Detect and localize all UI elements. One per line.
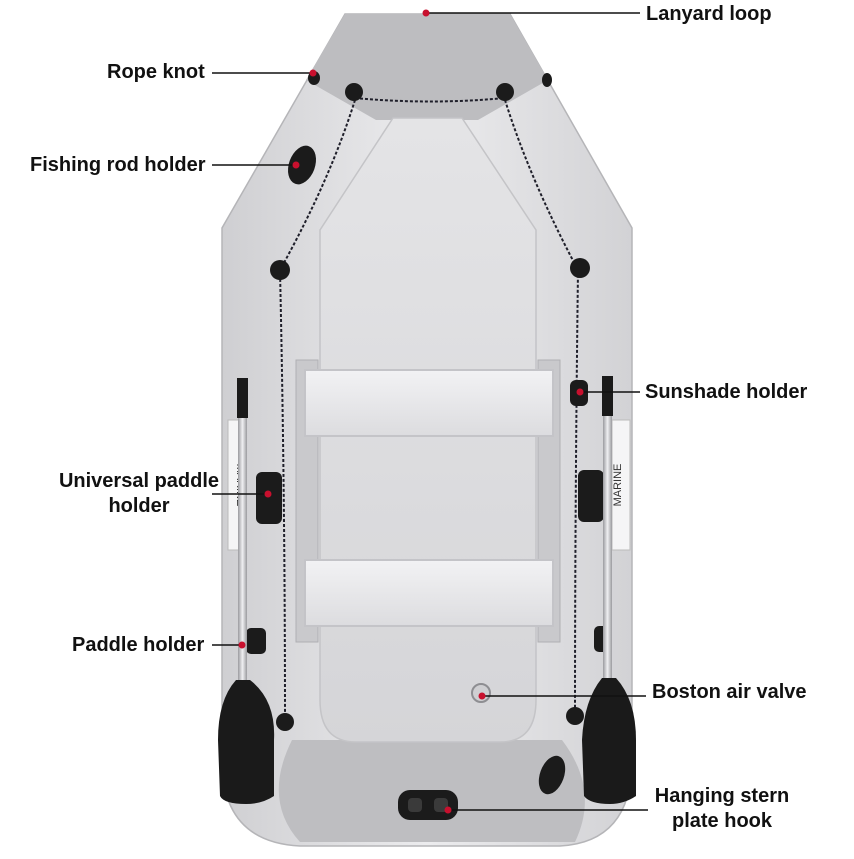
universal-paddle-holder-icon bbox=[578, 470, 604, 522]
label-paddle-holder: Paddle holder bbox=[72, 634, 205, 656]
markers bbox=[238, 9, 584, 814]
label-fishing-rod-holder: Fishing rod holder bbox=[30, 154, 206, 176]
safety-rope-right bbox=[504, 99, 580, 721]
rope-knot-icon bbox=[270, 260, 290, 280]
marker-stern-hook bbox=[444, 806, 452, 814]
marker-lanyard-loop bbox=[422, 9, 430, 17]
marker-paddle-holder bbox=[238, 641, 246, 649]
paddle-shaft-right bbox=[603, 378, 612, 712]
marker-boston-valve bbox=[478, 692, 486, 700]
bow-panel bbox=[306, 14, 548, 120]
marker-fishing-rod-holder bbox=[292, 161, 300, 169]
label-rope-knot: Rope knot bbox=[107, 61, 205, 83]
rope-knot-icon bbox=[276, 713, 294, 731]
brand-text-right: MARINE bbox=[612, 464, 624, 507]
rope-knot-icon bbox=[345, 83, 363, 101]
seat-front bbox=[304, 369, 554, 437]
rope-knot-icon bbox=[570, 258, 590, 278]
paddle-blade-left bbox=[218, 680, 275, 804]
safety-rope-left bbox=[278, 99, 356, 721]
label-universal-paddle-line1: Universal paddle bbox=[58, 470, 220, 492]
marker-rope-knot bbox=[309, 69, 317, 77]
universal-paddle-holder-icon bbox=[256, 472, 282, 524]
label-hanging-stern-plate-hook: Hanging stern plate hook bbox=[650, 784, 794, 834]
safety-rope-bow bbox=[354, 97, 506, 103]
label-universal-paddle-line2: holder bbox=[108, 495, 170, 517]
paddle-holder-icon bbox=[246, 628, 266, 654]
paddle-blade-right bbox=[582, 678, 636, 804]
paddle-grip-left bbox=[237, 378, 248, 418]
marker-universal-paddle bbox=[264, 490, 272, 498]
stern-hook-inner bbox=[434, 798, 448, 812]
stern-hook-icon bbox=[398, 790, 458, 820]
fishing-rod-holder-icon bbox=[287, 145, 317, 185]
label-universal-paddle-holder: Universal paddle holder bbox=[56, 469, 222, 519]
label-sunshade-holder: Sunshade holder bbox=[645, 381, 808, 403]
paddle-grip-right bbox=[602, 376, 613, 416]
stern-hook-inner bbox=[408, 798, 422, 812]
paddle-shaft-left bbox=[238, 380, 247, 710]
leader-lines bbox=[212, 12, 648, 811]
label-hanging-stern-line1: Hanging stern bbox=[654, 785, 790, 807]
label-hanging-stern-line2: plate hook bbox=[671, 810, 772, 832]
seat-rear bbox=[304, 559, 554, 627]
label-lanyard-loop: Lanyard loop bbox=[646, 3, 772, 25]
rope-knot-icon bbox=[566, 707, 584, 725]
fishing-rod-holder-icon bbox=[538, 755, 566, 795]
rope-knot-icon bbox=[496, 83, 514, 101]
label-boston-air-valve: Boston air valve bbox=[652, 681, 807, 703]
rope-knot-icon bbox=[542, 73, 552, 87]
marker-sunshade-holder bbox=[576, 388, 584, 396]
